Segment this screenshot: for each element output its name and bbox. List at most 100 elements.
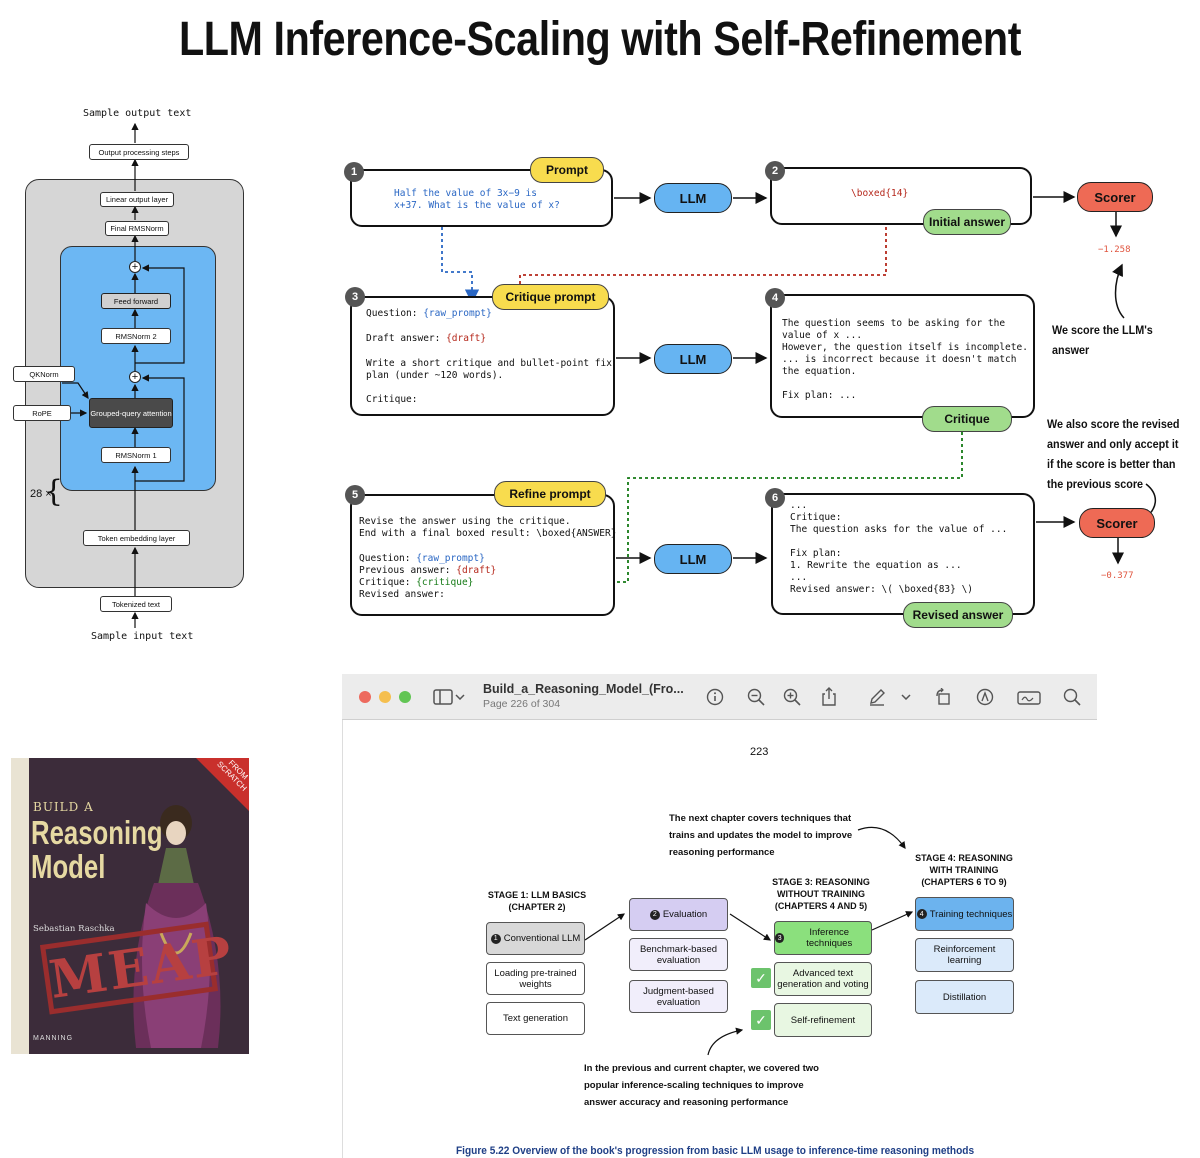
window-close-button[interactable]: [359, 691, 371, 703]
zoom-in-icon[interactable]: [781, 686, 803, 708]
note2-line4: the previous score: [1047, 477, 1144, 491]
box-inference-label: Inference techniques: [806, 927, 853, 949]
rp-critique-prefix: Critique:: [359, 577, 417, 588]
sidebar-chevron-down-icon[interactable]: [453, 686, 467, 708]
rp-critique-var: {critique}: [416, 577, 474, 588]
book-illustration-figure-icon: [133, 805, 221, 1048]
output-processing-box: Output processing steps: [89, 144, 189, 160]
rotate-icon[interactable]: [932, 686, 954, 708]
badge-1: 1: [490, 933, 501, 944]
window-minimize-button[interactable]: [379, 691, 391, 703]
checkmark-advanced-icon: ✓: [751, 968, 771, 988]
stage3-line3: (CHAPTERS 4 AND 5): [774, 901, 868, 911]
signature-icon[interactable]: [1016, 686, 1042, 708]
attention-box: Grouped-query attention: [89, 398, 173, 428]
box-self-refinement: Self-refinement: [774, 1003, 872, 1037]
box-distillation: Distillation: [915, 980, 1014, 1014]
search-icon[interactable]: [1061, 686, 1083, 708]
step-2-badge: 2: [765, 161, 785, 181]
rp-prev-line: Previous answer: {draft}: [359, 565, 496, 577]
architecture-arrows: [62, 122, 185, 628]
zoom-out-icon[interactable]: [745, 686, 767, 708]
note1-line2: answer: [1052, 343, 1090, 357]
from-scratch-ribbon-icon: [196, 758, 249, 811]
critique-prompt-box: [350, 296, 615, 416]
note2-line1: We also score the revised: [1047, 417, 1180, 431]
score-initial: −1.258: [1098, 245, 1131, 255]
pdf-viewer-toolbar: Build_a_Reasoning_Model_(Fro... Page 226…: [342, 674, 1097, 720]
rp-question-var: {raw_prompt}: [416, 553, 485, 564]
box-reinforcement-learning: Reinforcement learning: [915, 938, 1014, 972]
tokenized-text-box: Tokenized text: [100, 596, 172, 612]
box-conventional-label: Conventional LLM: [503, 933, 581, 944]
box-advanced-generation: Advanced text generation and voting: [774, 962, 872, 996]
critique-text: The question seems to be asking for the …: [782, 318, 1028, 401]
box-training-label: Training techniques: [929, 908, 1013, 920]
sample-input-text: Sample input text: [91, 631, 194, 642]
note-bottom-line1: In the previous and current chapter, we …: [584, 1063, 819, 1074]
figure-caption: Figure 5.22 Overview of the book's progr…: [456, 1145, 975, 1157]
prompt-text: Half the value of 3x−9 is x+37. What is …: [394, 188, 560, 211]
final-rmsnorm-box: Final RMSNorm: [105, 221, 169, 236]
critique-label: Critique: [922, 406, 1012, 432]
note2-line3: if the score is better than: [1047, 457, 1176, 471]
score-revised: −0.377: [1101, 571, 1134, 581]
book-cover-image: FROM SCRATCH BUILD A Reasoning Model Seb…: [11, 758, 249, 1054]
book-author: Sebastian Raschka: [33, 924, 115, 934]
rmsnorm2-box: RMSNorm 2: [101, 328, 171, 344]
info-icon[interactable]: [704, 686, 726, 708]
note-bottom-line3: answer accuracy and reasoning performanc…: [584, 1097, 789, 1108]
scorer-node-2: Scorer: [1079, 508, 1155, 538]
stage1-line2: (CHAPTER 2): [508, 902, 566, 912]
badge-4: 4: [916, 909, 927, 919]
stage4-line3: (CHAPTERS 6 TO 9): [921, 877, 1007, 887]
badge-3: 3: [775, 933, 785, 943]
cp-instruction: Write a short critique and bullet-point …: [366, 358, 612, 381]
step-5-badge: 5: [345, 485, 365, 505]
box-evaluation-label: Evaluation: [662, 909, 708, 920]
prompt-label: Prompt: [530, 157, 604, 183]
sidebar-toggle-icon[interactable]: [432, 686, 454, 708]
rp-prev-var: {draft}: [456, 565, 497, 576]
cp-draft-prefix: Draft answer:: [366, 333, 447, 344]
cp-draft-line: Draft answer: {draft}: [366, 333, 486, 345]
note-score-revised: We also score the revised answer and onl…: [1047, 414, 1179, 494]
book-spine-strip: [11, 758, 29, 1054]
page-title: LLM Inference-Scaling with Self-Refineme…: [178, 13, 1022, 66]
revised-text: ... Critique: The question asks for the …: [790, 500, 1008, 595]
window-zoom-button[interactable]: [399, 691, 411, 703]
box-text-generation: Text generation: [486, 1002, 585, 1035]
annotate-icon[interactable]: [974, 686, 996, 708]
page-indicator: Page 226 of 304: [483, 698, 561, 710]
share-icon[interactable]: [818, 686, 840, 708]
step-1-badge: 1: [344, 162, 364, 182]
document-title: Build_a_Reasoning_Model_(Fro...: [483, 682, 684, 696]
llm-node-3: LLM: [654, 544, 732, 574]
stage3-heading: STAGE 3: REASONING WITHOUT TRAINING (CHA…: [762, 876, 880, 912]
repeat-brace: {: [44, 474, 64, 509]
note1-line1: We score the LLM's: [1052, 323, 1153, 337]
feed-forward-box: Feed forward: [101, 293, 171, 309]
rmsnorm1-box: RMSNorm 1: [101, 447, 171, 463]
repeat-count: 28 ×: [30, 488, 52, 500]
critique-prompt-label: Critique prompt: [492, 284, 609, 310]
refine-prompt-label: Refine prompt: [494, 481, 606, 507]
stage4-line1: STAGE 4: REASONING: [915, 853, 1013, 863]
box-inference-techniques: 3 Inference techniques: [774, 921, 872, 955]
book-publisher: MANNING: [33, 1035, 74, 1042]
markup-chevron-down-icon[interactable]: [899, 686, 913, 708]
markup-pen-icon[interactable]: [866, 686, 888, 708]
critique-box: [770, 294, 1035, 418]
initial-answer-text: \boxed{14}: [851, 188, 909, 199]
qknorm-box: QKNorm: [13, 366, 75, 382]
note-top-line1: The next chapter covers techniques that: [669, 813, 852, 824]
stage1-heading: STAGE 1: LLM BASICS (CHAPTER 2): [478, 889, 596, 913]
cp-question-var: {raw_prompt}: [423, 308, 492, 319]
cp-question-line: Question: {raw_prompt}: [366, 308, 492, 320]
box-benchmark-eval: Benchmark-based evaluation: [629, 938, 728, 971]
rope-box: RoPE: [13, 405, 71, 421]
pdf-page-number: 223: [750, 746, 769, 758]
